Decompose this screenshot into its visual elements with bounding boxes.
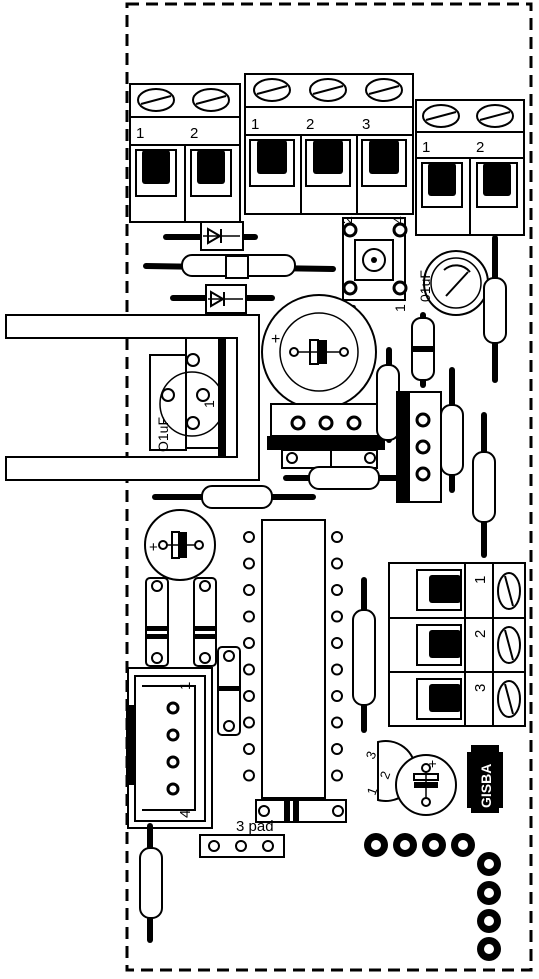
- transistor-pin-3: 3: [363, 749, 380, 761]
- ic-pin: [243, 531, 255, 543]
- pin-header-vertical: [477, 852, 501, 961]
- ic-dip: [243, 519, 343, 799]
- ic-pin: [331, 690, 343, 702]
- ic-pin: [331, 531, 343, 543]
- resistor-4: [483, 235, 507, 383]
- electrolytic-cap-large: +: [261, 294, 377, 410]
- terminal-block-2: 1 2 3: [244, 73, 414, 215]
- resistor-9: [145, 577, 169, 667]
- ic-pin: [243, 743, 255, 755]
- transistor-pin-1: 1: [364, 785, 381, 797]
- terminal-block-3: 1 2: [415, 99, 525, 236]
- pot-cap-label: 01uF: [417, 270, 433, 302]
- ic-pin: [331, 610, 343, 623]
- voltage-regulator: [267, 403, 385, 469]
- tb3-label-2: 2: [476, 139, 484, 156]
- tb2-label-3: 3: [362, 116, 370, 133]
- resistor-8: [152, 485, 316, 509]
- diode-2: [170, 284, 275, 314]
- ic-pin: [243, 610, 255, 623]
- ic-pin: [331, 663, 343, 676]
- resistor-13: [255, 799, 347, 823]
- resistor-10: [193, 577, 217, 667]
- ic-pin: [243, 769, 255, 782]
- trimmer-pot: 01uF: [417, 250, 489, 316]
- transformer-cap-label: O1uF: [155, 417, 171, 452]
- ic-pin: [331, 584, 343, 596]
- cap-small-plus: +: [424, 760, 440, 768]
- switch-pin-1: 1: [392, 304, 408, 312]
- resistor-12: [352, 577, 376, 733]
- transformer: O1uF 1: [5, 314, 260, 481]
- push-switch: 2 4 3 1: [339, 216, 408, 312]
- ic-pin: [331, 637, 343, 649]
- ic-pin: [331, 557, 343, 570]
- switch-pin-2: 2: [339, 216, 355, 224]
- tb1-label-1: 1: [136, 125, 144, 142]
- diode-1: [163, 221, 258, 251]
- three-pad-label: 3 pad: [236, 818, 274, 835]
- ic-pin: [243, 557, 255, 570]
- ic-pin: [331, 716, 343, 729]
- transistor-pin-2: 2: [377, 769, 394, 781]
- cap-medium-plus: +: [149, 539, 158, 556]
- tb2-label-1: 1: [251, 116, 259, 133]
- tb3-label-1: 1: [422, 139, 430, 156]
- resistor-14: [139, 823, 163, 943]
- tb4-label-3: 3: [472, 684, 489, 692]
- resistor-3: [411, 312, 435, 388]
- resistor-2: [376, 347, 400, 443]
- resistor-7: [283, 466, 408, 490]
- ic-pin: [243, 716, 255, 729]
- terminal-block-4: 1 2 3: [388, 562, 526, 727]
- three-pad: 3 pad: [199, 818, 285, 858]
- ic-pin: [243, 663, 255, 676]
- header-label-1: 1: [177, 682, 194, 690]
- resistor-1: [143, 254, 336, 279]
- ic-pin: [243, 584, 255, 596]
- ic-pin: [331, 743, 343, 755]
- cap-large-plus: +: [271, 331, 280, 348]
- gisba-text: GISBA: [478, 764, 494, 808]
- resistor-11: [217, 646, 241, 736]
- tb1-label-2: 2: [190, 125, 198, 142]
- header-label-4: 4: [177, 810, 194, 818]
- electrolytic-cap-small: +: [395, 754, 457, 816]
- ic-pin: [243, 690, 255, 702]
- ic-pin: [243, 637, 255, 649]
- pin-header-horizontal: [364, 833, 475, 857]
- ic-pin: [331, 769, 343, 782]
- resistor-5: [440, 367, 464, 493]
- transformer-cap-digit: 1: [201, 400, 217, 408]
- resistor-6: [472, 412, 496, 558]
- relay: [396, 391, 442, 503]
- electrolytic-cap-medium: +: [144, 509, 216, 581]
- terminal-block-1: 1 2: [129, 83, 241, 223]
- tb4-label-1: 1: [472, 576, 489, 584]
- header-connector: 1 4: [126, 667, 213, 829]
- board-outline: [125, 2, 533, 972]
- tb4-label-2: 2: [472, 630, 489, 638]
- tb2-label-2: 2: [306, 116, 314, 133]
- gisba-logo: GISBA: [467, 745, 503, 813]
- switch-pin-4: 4: [390, 216, 406, 224]
